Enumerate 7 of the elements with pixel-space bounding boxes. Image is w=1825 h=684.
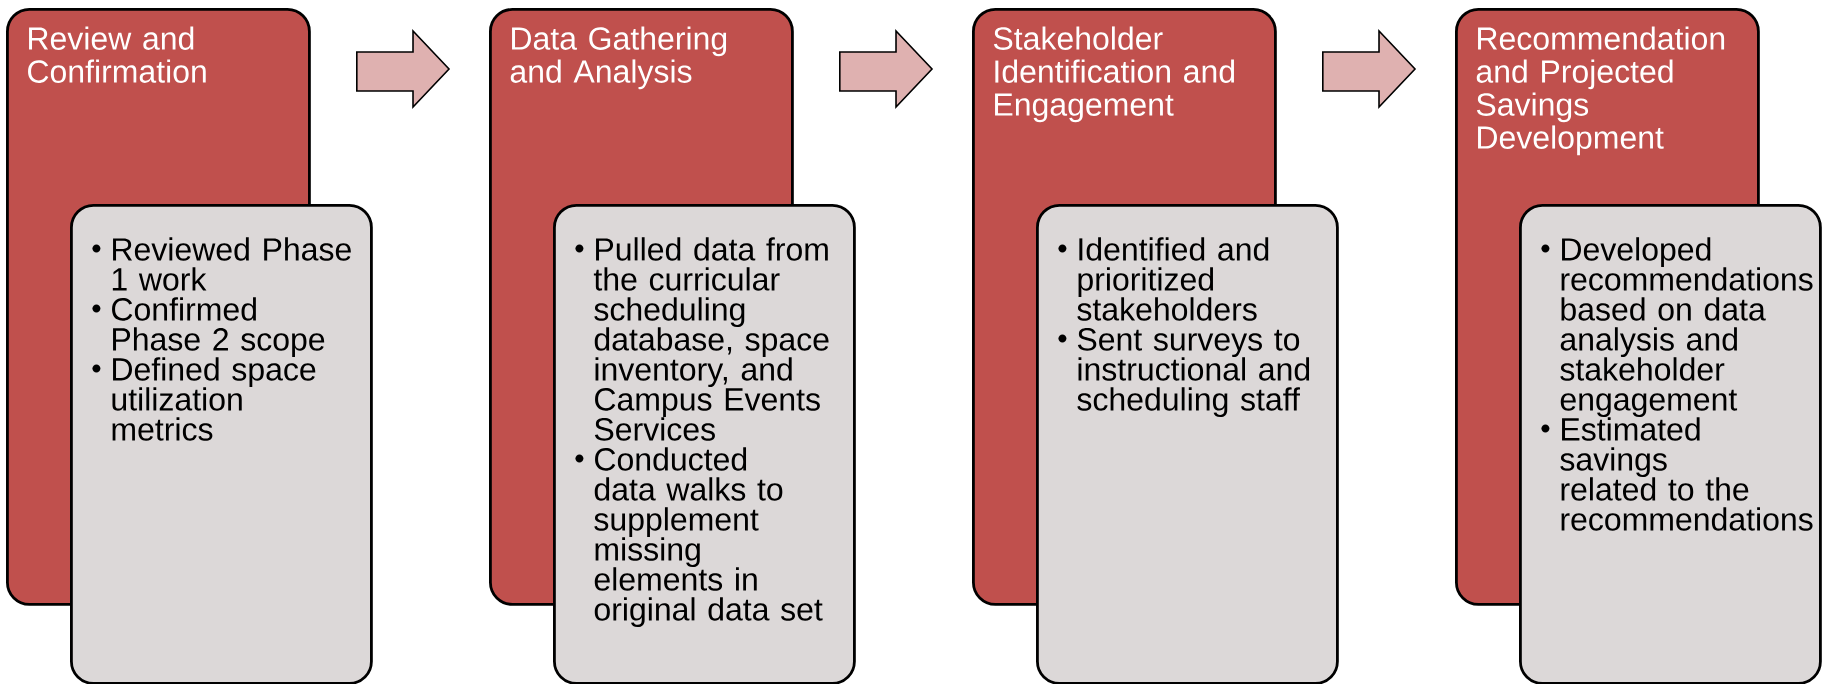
bullet-list-box: Pulled data from the curricular scheduling database, space inventory, and Campus Events Services Conducted data walks to supplement missing elements in original data set [553, 204, 856, 684]
bullet-list-box: Identified and prioritized stakeholders Sent surveys to instructional and scheduling staff [1036, 204, 1339, 684]
bullet-list-box: Reviewed Phase 1 work Confirmed Phase 2 scope Defined space utilization metrics [70, 204, 373, 684]
block-arrow [1322, 29, 1417, 109]
block-arrow [839, 29, 934, 109]
bullet-list-box: Developed recommendations based on data analysis and stakeholder engagement Estimated savings related to the recommendations [1519, 204, 1822, 684]
block-arrow [356, 29, 451, 109]
